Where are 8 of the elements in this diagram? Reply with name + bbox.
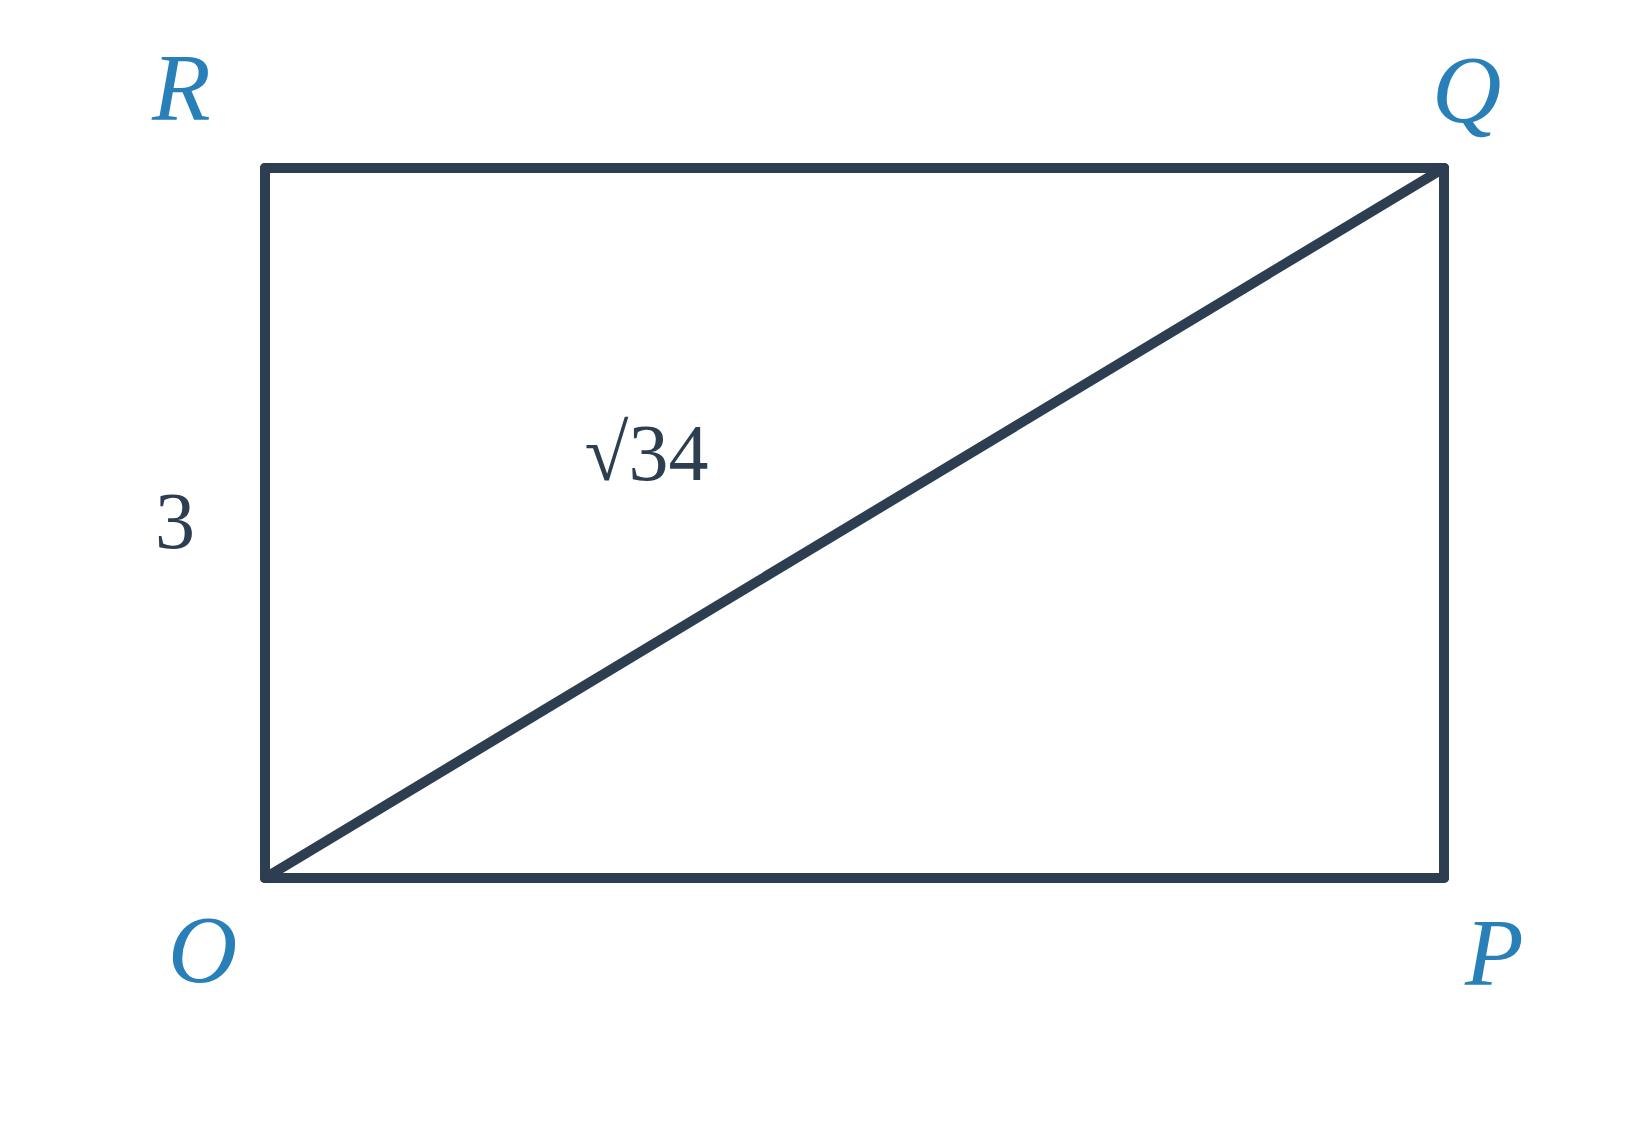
vertex-label: R (152, 40, 211, 136)
vertex-label: Q (1432, 42, 1502, 138)
line-segment (260, 163, 1449, 883)
vertex-label: P (1465, 905, 1524, 1001)
edge-label: √34 (584, 413, 709, 493)
line-segment (260, 163, 270, 883)
edge-label: 3 (155, 481, 195, 561)
vertex-label: O (168, 902, 238, 998)
